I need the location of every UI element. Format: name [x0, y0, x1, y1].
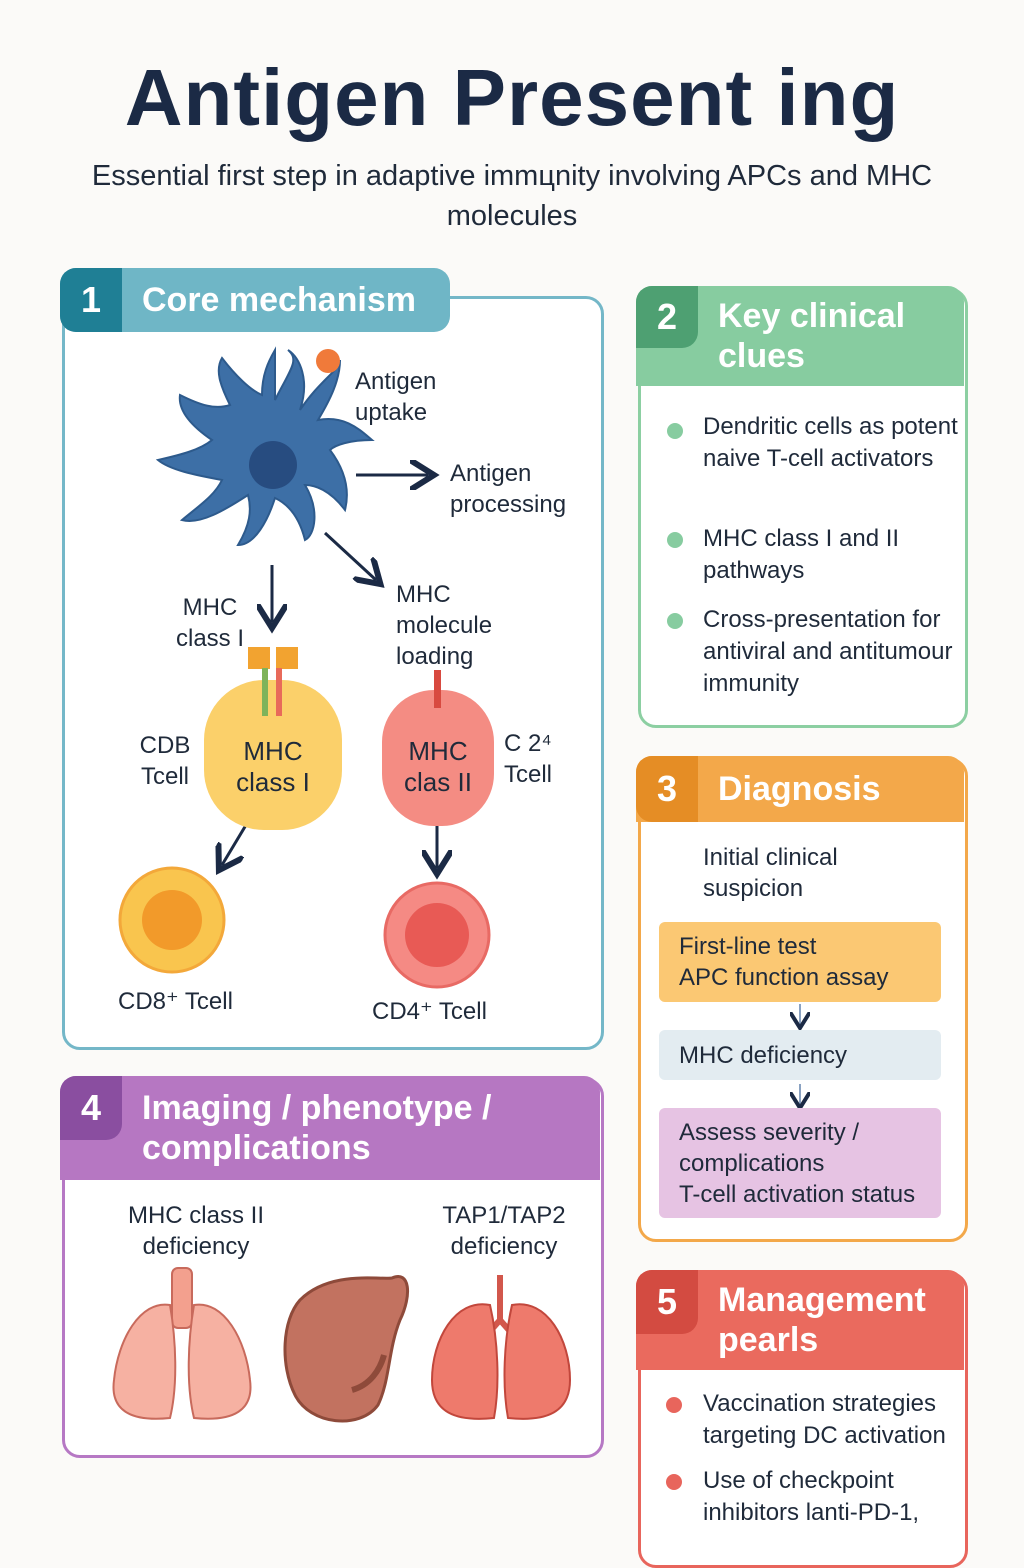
label-c2-tcell: C 2⁴ Tcell [504, 730, 553, 788]
label-cd4-tcell: CD4⁺ Tcell [372, 998, 487, 1025]
page-title: Antigen Present ing [124, 53, 900, 142]
bullet-dot-icon [667, 613, 683, 629]
step-assess-severity: Assess severity / complications T-cell a… [659, 1108, 941, 1218]
bullet-dot-icon [666, 1474, 682, 1490]
clinical-clue-item: Dendritic cells as potent naive T-cell a… [703, 413, 958, 472]
label-antigen-processing: Antigen processing [450, 460, 567, 518]
section-title: Core mechanism [142, 281, 416, 319]
section-title: Management pearls [718, 1281, 926, 1359]
section-number: 3 [636, 756, 698, 822]
section-number: 5 [636, 1270, 698, 1334]
clinical-clue-item: MHC class I and II pathways [703, 525, 900, 584]
lungs-icon [112, 1267, 252, 1420]
label-mhc-class-i: MHC class I [175, 594, 244, 652]
header-diagnosis: 3 Diagnosis [636, 756, 964, 822]
label-mhc-class-ii-cell: MHC clas II [404, 736, 472, 797]
section-number: 2 [636, 286, 698, 348]
label-initial-suspicion: Initial clinical suspicion [703, 844, 838, 902]
management-item: Use of checkpoint inhibitors lanti-PD-1, [703, 1467, 920, 1526]
label-mhc-class-i-cell: MHC class I [236, 736, 310, 797]
diagram-artwork [112, 346, 1024, 1423]
lungs-icon [430, 1275, 572, 1420]
antigen-particle-icon [316, 349, 340, 373]
bullet-dot-icon [667, 423, 683, 439]
label-cdb-tcell: CDB Tcell [139, 732, 191, 790]
mhc-receptor-icon [248, 647, 298, 716]
arrow-icon [323, 531, 376, 580]
label-antigen-uptake: Antigen uptake [355, 368, 437, 426]
liver-icon [283, 1275, 410, 1423]
mhc-ii-receptor-icon [434, 670, 441, 708]
header-key-clinical-clues: 2 Key clinical clues [636, 286, 964, 386]
section-number: 1 [60, 268, 122, 332]
step-first-line-test: First-line test APC function assay [659, 922, 941, 1002]
section-title: Imaging / phenotype / complications [142, 1089, 492, 1167]
dendritic-cell-icon [155, 346, 375, 547]
header-core-mechanism: 1 Core mechanism [60, 268, 450, 332]
section-title: Diagnosis [718, 770, 881, 808]
step-mhc-deficiency: MHC deficiency [659, 1030, 941, 1080]
management-item: Vaccination strategies targeting DC acti… [703, 1390, 946, 1449]
page-subtitle: Essential first step in adaptive immцnit… [91, 160, 933, 232]
label-mhc-molecule-loading: MHC molecule loading [396, 581, 493, 670]
bullet-dot-icon [667, 532, 683, 548]
header-management-pearls: 5 Management pearls [636, 1270, 964, 1370]
label-mhc-class-ii-deficiency: MHC class II deficiency [127, 1202, 264, 1260]
bullet-dot-icon [666, 1397, 682, 1413]
section-title: Key clinical clues [718, 297, 906, 375]
section-number: 4 [60, 1076, 122, 1140]
header-imaging-phenotype: 4 Imaging / phenotype / complications [60, 1076, 600, 1180]
mhc-class-i-cell-icon [204, 680, 342, 830]
clinical-clue-item: Cross-presentation for antiviral and ant… [703, 606, 953, 697]
label-cd8-tcell: CD8⁺ Tcell [118, 988, 233, 1015]
label-tap-deficiency: TAP1/TAP2 deficiency [442, 1202, 566, 1260]
mhc-class-ii-cell-icon [382, 690, 494, 826]
